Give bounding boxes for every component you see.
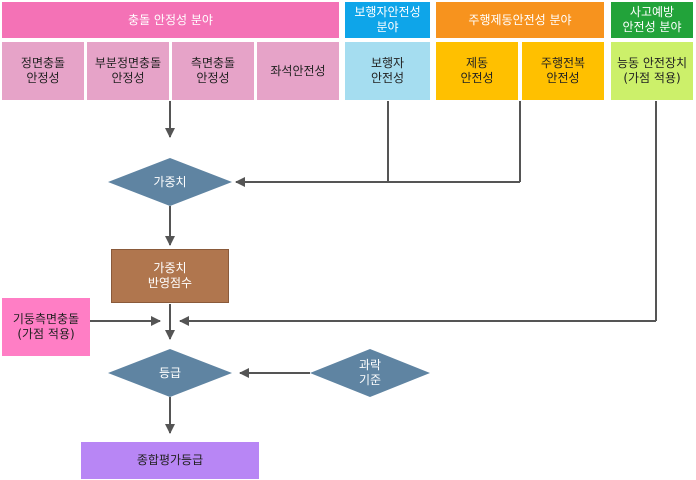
criteria-label: 과락 기준 [358,358,382,387]
pedestrian-item: 보행자 안전성 [345,42,430,100]
driving-header: 주행제동안전성 분야 [436,2,604,38]
final-grade-box: 종합평가등급 [81,442,259,479]
weight-diamond [108,158,232,206]
criteria-diamond [310,349,430,397]
weighted-score-box: 가중치 반영점수 [111,249,229,303]
collision-item-partial-frontal: 부분정면충돌 안정성 [87,42,169,100]
collision-item-side: 측면충돌 안정성 [172,42,254,100]
grade-diamond [108,349,232,397]
collision-item-seat: 좌석안전성 [257,42,339,100]
weight-label: 가중치 [153,174,187,189]
driving-item-braking: 제동 안전성 [436,42,518,100]
grade-label: 등급 [158,365,182,380]
pole-side-collision-box: 기둥측면충돌 (가점 적용) [2,298,90,356]
accident-header: 사고예방 안전성 분야 [611,2,693,38]
collision-item-frontal: 정면충돌 안정성 [2,42,84,100]
accident-item: 능동 안전장치 (가점 적용) [611,42,693,100]
driving-item-rollover: 주행전복 안전성 [522,42,604,100]
pedestrian-header: 보행자안전성 분야 [345,2,430,38]
collision-header: 충돌 안정성 분야 [2,2,339,38]
